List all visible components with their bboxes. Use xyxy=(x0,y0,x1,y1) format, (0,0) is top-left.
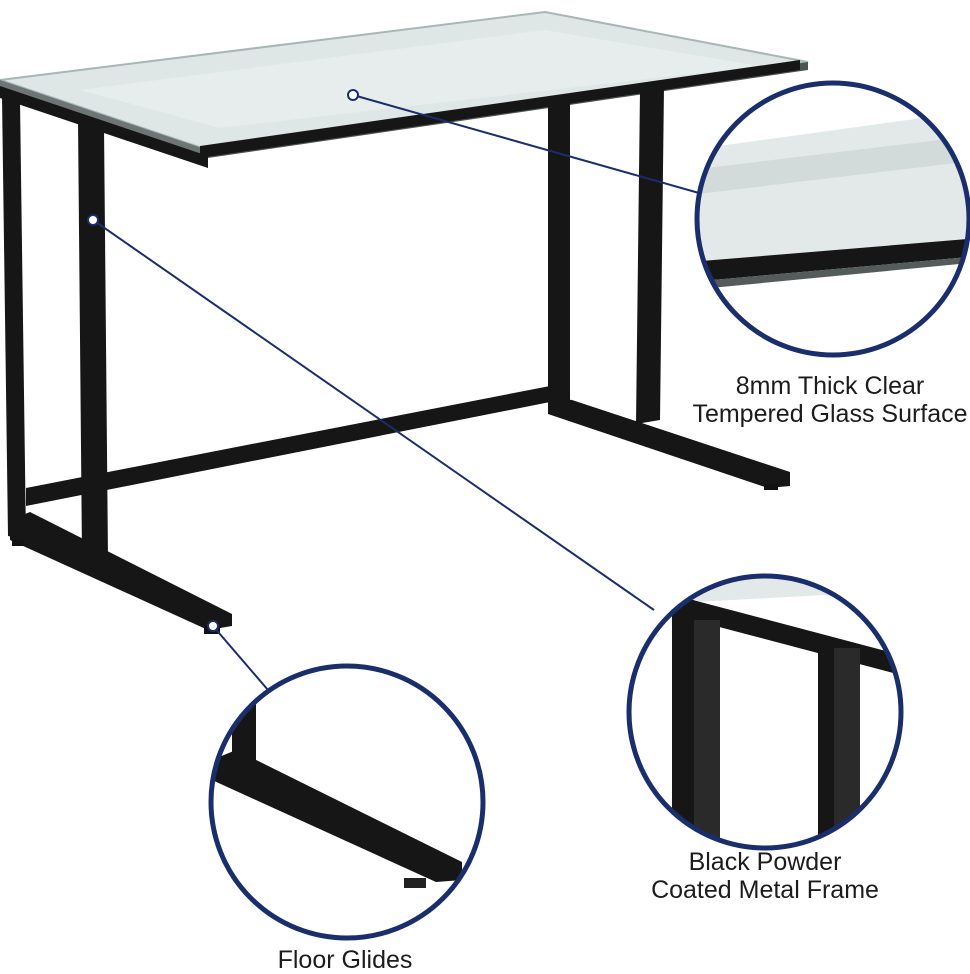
desk xyxy=(0,10,809,634)
floor-glide-left-back xyxy=(12,540,24,546)
callout-label-glides-line1: Floor Glides xyxy=(277,946,413,974)
frame-apron-side xyxy=(200,60,800,158)
frame-leg-left-front xyxy=(78,120,108,560)
callout-label-glass-line1: 8mm Thick Clear xyxy=(735,372,925,400)
callout-line-glass xyxy=(352,94,700,194)
callout-lines xyxy=(92,94,700,691)
callout-label-glass: 8mm Thick Clear Tempered Glass Surface xyxy=(660,372,970,428)
callout-line-frame xyxy=(92,219,655,611)
callout-dot-frame xyxy=(87,214,99,226)
floor-glide-right xyxy=(764,484,778,490)
glass-inner-reflection xyxy=(80,30,760,128)
zoom-glass xyxy=(694,80,970,358)
zoom-glides xyxy=(208,663,486,941)
callout-label-glass-line2: Tempered Glass Surface xyxy=(692,400,968,428)
callout-line-glides xyxy=(212,625,269,691)
frame-foot-left xyxy=(10,512,232,630)
callout-dots xyxy=(87,89,359,632)
frame-leg-left-back xyxy=(2,96,26,540)
callout-label-frame: Black Powder Coated Metal Frame xyxy=(600,848,930,904)
callout-label-glides: Floor Glides xyxy=(230,946,460,974)
frame-leg-right-front xyxy=(636,86,664,424)
callout-dot-glass xyxy=(347,89,359,101)
callout-label-frame-line1: Black Powder xyxy=(688,848,842,876)
callout-label-frame-line2: Coated Metal Frame xyxy=(651,876,879,904)
callout-dot-glides xyxy=(207,620,219,632)
frame-stretcher xyxy=(26,386,550,506)
frame-leg-right-back xyxy=(548,98,570,412)
frame-foot-right xyxy=(548,398,790,488)
zoom-frame xyxy=(626,573,904,851)
